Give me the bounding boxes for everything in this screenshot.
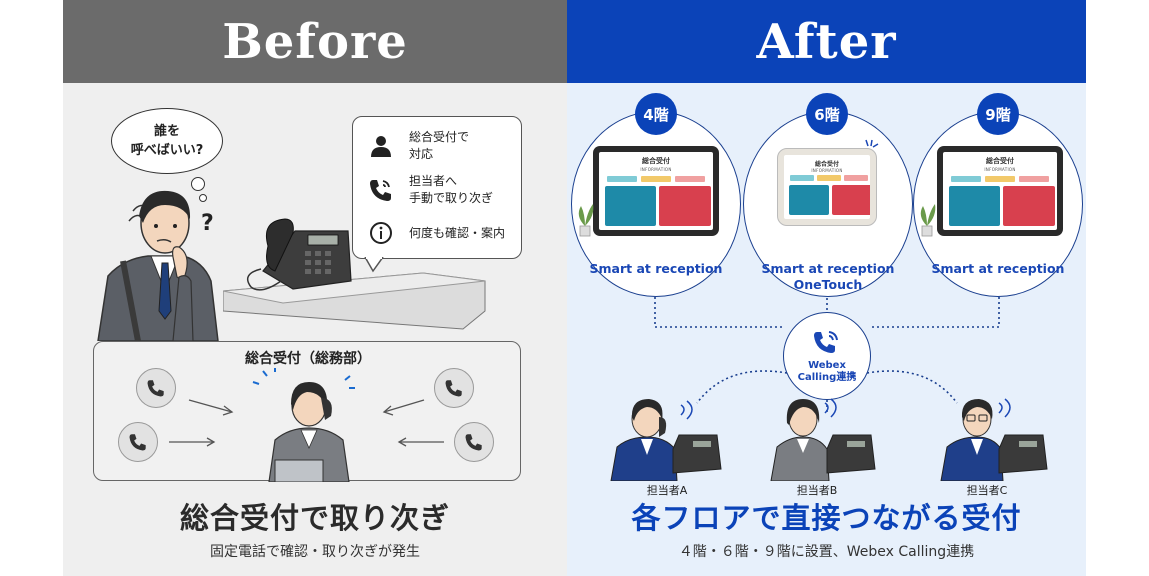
floor-6-label: Smart at reception OneTouch xyxy=(761,261,895,292)
screen-button-left xyxy=(949,186,1000,226)
screen-button-left xyxy=(789,185,829,215)
screen-chip xyxy=(641,176,671,182)
screen-chip xyxy=(844,175,868,181)
staff-b-illustration xyxy=(770,398,876,481)
incoming-call-4 xyxy=(454,422,494,462)
info-text-transfer: 担当者へ 手動で取り次ぎ xyxy=(409,174,494,205)
floor-6-desk-device: 総合受付 INFORMATION xyxy=(777,148,877,226)
issues-info-box: 総合受付で 対応 担当者へ 手動で取り次ぎ 何度も確認・案内 xyxy=(352,116,522,259)
info-text-repeat: 何度も確認・案内 xyxy=(409,225,506,240)
after-header: After xyxy=(567,0,1086,83)
screen-chip xyxy=(790,175,814,181)
floor-6-screen-sub: INFORMATION xyxy=(811,168,843,173)
plant-icon xyxy=(920,204,936,237)
screen-chip xyxy=(985,176,1015,182)
floor-9-tablet: 総合受付 INFORMATION xyxy=(937,146,1063,236)
screen-button-right xyxy=(659,186,711,226)
info-icon xyxy=(367,221,395,245)
phone-icon xyxy=(129,434,146,451)
desk-phone-illustration xyxy=(223,218,486,330)
screen-chip xyxy=(817,175,841,181)
info-row-transfer: 担当者へ 手動で取り次ぎ xyxy=(367,173,493,207)
before-header: Before xyxy=(63,0,567,83)
floor-9-label: Smart at reception xyxy=(931,261,1065,276)
after-subtitle: ４階・６階・９階に設置、Webex Calling連携 xyxy=(678,544,975,560)
hub-label: Webex Calling連携 xyxy=(797,360,857,383)
floor-4-tablet: 総合受付 INFORMATION xyxy=(593,146,719,236)
phone-transfer-icon xyxy=(367,177,395,203)
staff-c-illustration xyxy=(940,398,1048,481)
call-arrows xyxy=(169,399,444,447)
confused-man-illustration xyxy=(97,190,219,341)
floor-6-screen: 総合受付 INFORMATION xyxy=(784,155,870,219)
reception-title: 総合受付（総務部） xyxy=(245,351,371,367)
incoming-call-1 xyxy=(136,368,176,408)
phone-icon xyxy=(465,434,482,451)
screen-button-right xyxy=(832,185,870,215)
signal-ping-icon xyxy=(865,139,879,148)
before-after-infographic: Before 誰を 呼べばいい? ? xyxy=(63,0,1086,576)
screen-button-left xyxy=(605,186,656,226)
webex-calling-hub: Webex Calling連携 xyxy=(783,312,871,400)
before-title: 総合受付で取り次ぎ xyxy=(179,501,450,535)
after-title: 各フロアで直接つながる受付 xyxy=(631,501,1022,535)
before-panel: 誰を 呼べばいい? ? xyxy=(63,83,567,576)
floor-9-screen-title: 総合受付 xyxy=(986,157,1014,165)
floor-9-badge: 9階 xyxy=(977,93,1019,135)
floor-4-screen-sub: INFORMATION xyxy=(640,167,672,172)
phone-icon xyxy=(445,380,462,397)
person-icon xyxy=(367,134,395,158)
thought-dot-large xyxy=(191,177,205,191)
screen-chip xyxy=(1019,176,1049,182)
after-panel: 4階 総合受付 INFORMATION Smart at reception 6… xyxy=(567,83,1086,576)
floor-9-screen-sub: INFORMATION xyxy=(984,167,1016,172)
plant-icon xyxy=(578,204,594,237)
screen-chip xyxy=(951,176,981,182)
reception-box: 総合受付（総務部） xyxy=(93,341,521,482)
phone-icon xyxy=(147,380,164,397)
thought-text: 誰を 呼べばいい? xyxy=(130,124,204,158)
floor-4-screen-title: 総合受付 xyxy=(642,157,670,165)
before-subtitle: 固定電話で確認・取り次ぎが発生 xyxy=(210,544,420,560)
incoming-call-2 xyxy=(118,422,158,462)
floor-4-label: Smart at reception xyxy=(589,261,723,276)
info-row-repeat: 何度も確認・案内 xyxy=(367,221,505,245)
incoming-call-3 xyxy=(434,368,474,408)
phone-signal-icon xyxy=(814,331,838,353)
thought-bubble: 誰を 呼べばいい? xyxy=(111,108,223,174)
info-box-tail xyxy=(364,257,384,273)
floor-6-badge: 6階 xyxy=(806,93,848,135)
screen-button-right xyxy=(1003,186,1055,226)
floor-6-screen-title: 総合受付 xyxy=(814,161,839,168)
staff-a-label: 担当者A xyxy=(646,484,688,497)
floor-4-screen: 総合受付 INFORMATION xyxy=(599,152,713,230)
staff-c-label: 担当者C xyxy=(966,484,1008,497)
staff-b-label: 担当者B xyxy=(796,484,838,497)
staff-a-illustration xyxy=(610,399,722,481)
info-row-reception: 総合受付で 対応 xyxy=(367,129,469,163)
screen-chip xyxy=(607,176,637,182)
floor-4-badge: 4階 xyxy=(635,93,677,135)
question-mark: ? xyxy=(201,211,214,236)
screen-chip xyxy=(675,176,705,182)
floor-9-screen: 総合受付 INFORMATION xyxy=(943,152,1057,230)
thought-dot-small xyxy=(199,194,207,202)
info-text-reception: 総合受付で 対応 xyxy=(409,130,470,161)
receptionist-illustration xyxy=(252,368,355,482)
